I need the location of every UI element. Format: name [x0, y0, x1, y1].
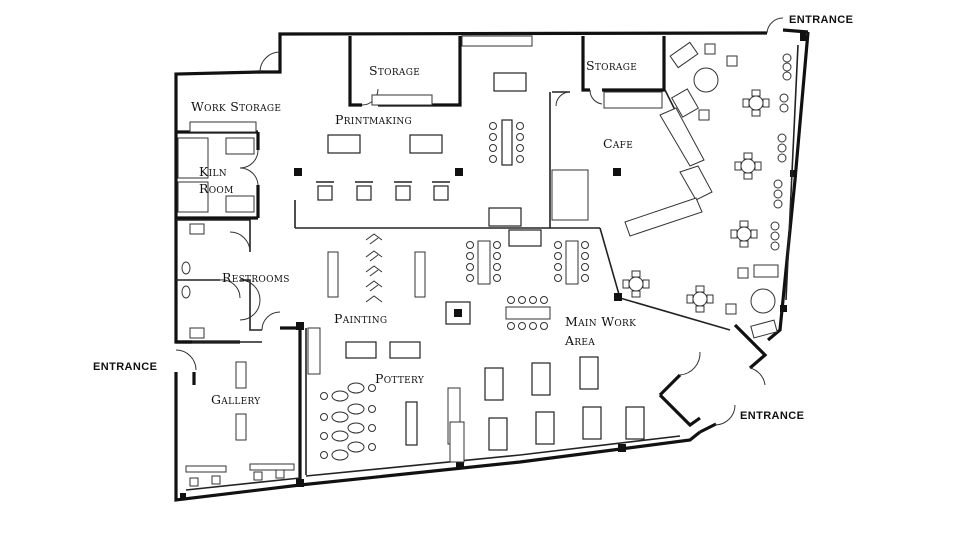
pottery-furniture — [307, 327, 645, 463]
label-gallery: Gallery — [211, 392, 261, 407]
label-main-work-area-1: Main Work — [565, 314, 636, 329]
press-4 — [432, 181, 450, 201]
press-1 — [316, 181, 334, 201]
label-work-storage: Work Storage — [191, 99, 281, 114]
exterior-walls — [174, 28, 810, 502]
structural-columns — [180, 33, 806, 499]
press-3 — [394, 181, 412, 201]
pottery-wheels — [320, 382, 376, 461]
label-painting: Painting — [334, 311, 387, 326]
printmaking-furniture — [316, 72, 527, 227]
painting-furniture — [327, 229, 589, 359]
cafe-table-3 — [730, 220, 758, 248]
label-storage-2: Storage — [586, 58, 637, 73]
cafe-table-5 — [686, 285, 714, 313]
cafe-table-2 — [734, 152, 762, 180]
label-cafe: Cafe — [603, 136, 633, 151]
label-pottery: Pottery — [375, 371, 425, 386]
label-entrance-bottom-right: ENTRANCE — [740, 410, 804, 422]
window-strip — [185, 435, 681, 491]
label-kiln-room-2: Room — [199, 181, 234, 196]
easels — [365, 233, 383, 303]
window-seating — [770, 53, 792, 251]
label-restrooms: Restrooms — [222, 270, 290, 285]
label-storage-1: Storage — [369, 63, 420, 78]
restroom-fixtures — [181, 223, 205, 339]
label-entrance-left: ENTRANCE — [93, 361, 157, 373]
label-entrance-top-right: ENTRANCE — [789, 14, 853, 26]
room-labels: Storage Storage Work Storage Printmaking… — [191, 58, 637, 407]
cafe-table-4 — [622, 270, 650, 298]
press-2 — [355, 181, 373, 201]
label-printmaking: Printmaking — [335, 112, 412, 127]
entrance-labels: ENTRANCE ENTRANCE ENTRANCE — [93, 14, 853, 422]
storage-fixtures — [177, 35, 663, 213]
gallery-furniture — [185, 361, 295, 487]
cafe-furniture — [551, 41, 799, 339]
doors — [175, 17, 784, 426]
label-main-work-area-2: Area — [564, 333, 595, 348]
label-kiln-room-1: Kiln — [199, 164, 227, 179]
cafe-table-1 — [742, 89, 770, 117]
